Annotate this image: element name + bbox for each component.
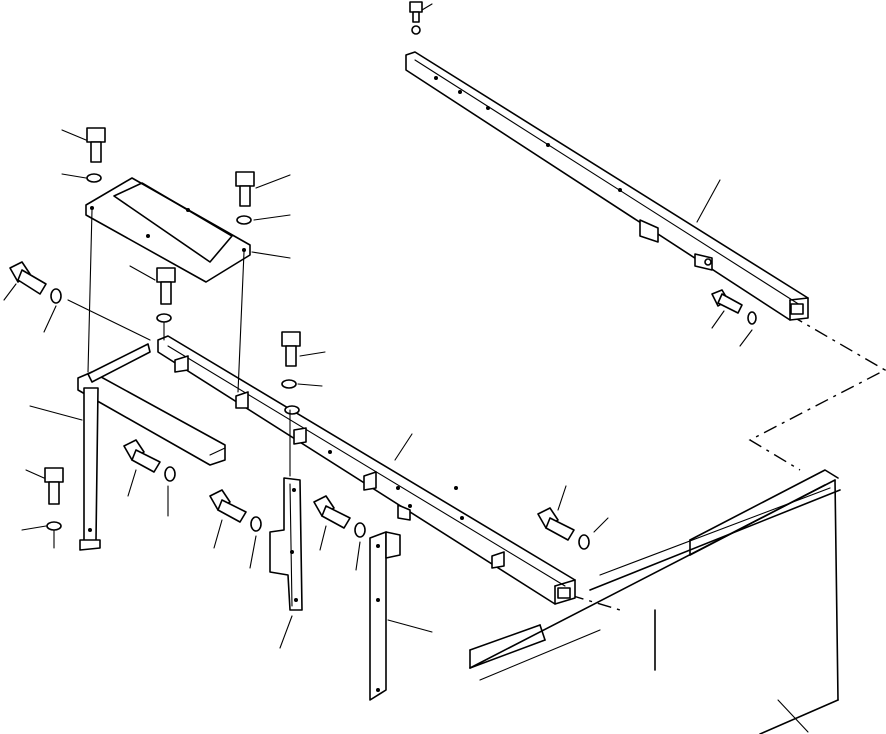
bolt-lower-left: [21, 467, 64, 531]
bolt-lower-2: [209, 489, 262, 569]
vertical-bracket-right: [369, 504, 433, 701]
alignment-verticals: [53, 209, 291, 549]
bolt-crossbar: [281, 331, 326, 415]
bolt-lower-right: [537, 485, 609, 550]
front-crossbar: [157, 335, 576, 605]
rear-crossbar: [405, 51, 809, 321]
leader-plate: [67, 299, 151, 341]
cab-frame-body: [469, 469, 841, 734]
bolt-top: [409, 1, 433, 35]
bolt-right: [711, 289, 757, 347]
bolt-lower-1: [123, 439, 176, 517]
vertical-bracket-left: [269, 477, 303, 649]
left-support-bracket: [29, 343, 226, 551]
bolt-left: [3, 261, 62, 333]
bolt-plate-right: [235, 171, 291, 225]
top-plate: [85, 177, 291, 283]
leader-body: [777, 699, 809, 733]
bolt-lower-3: [313, 495, 366, 571]
bolt-plate-left: [61, 127, 106, 183]
alignment-line: [748, 314, 886, 471]
alignment-line-lower: [569, 594, 621, 611]
bolt-mid: [129, 265, 176, 323]
